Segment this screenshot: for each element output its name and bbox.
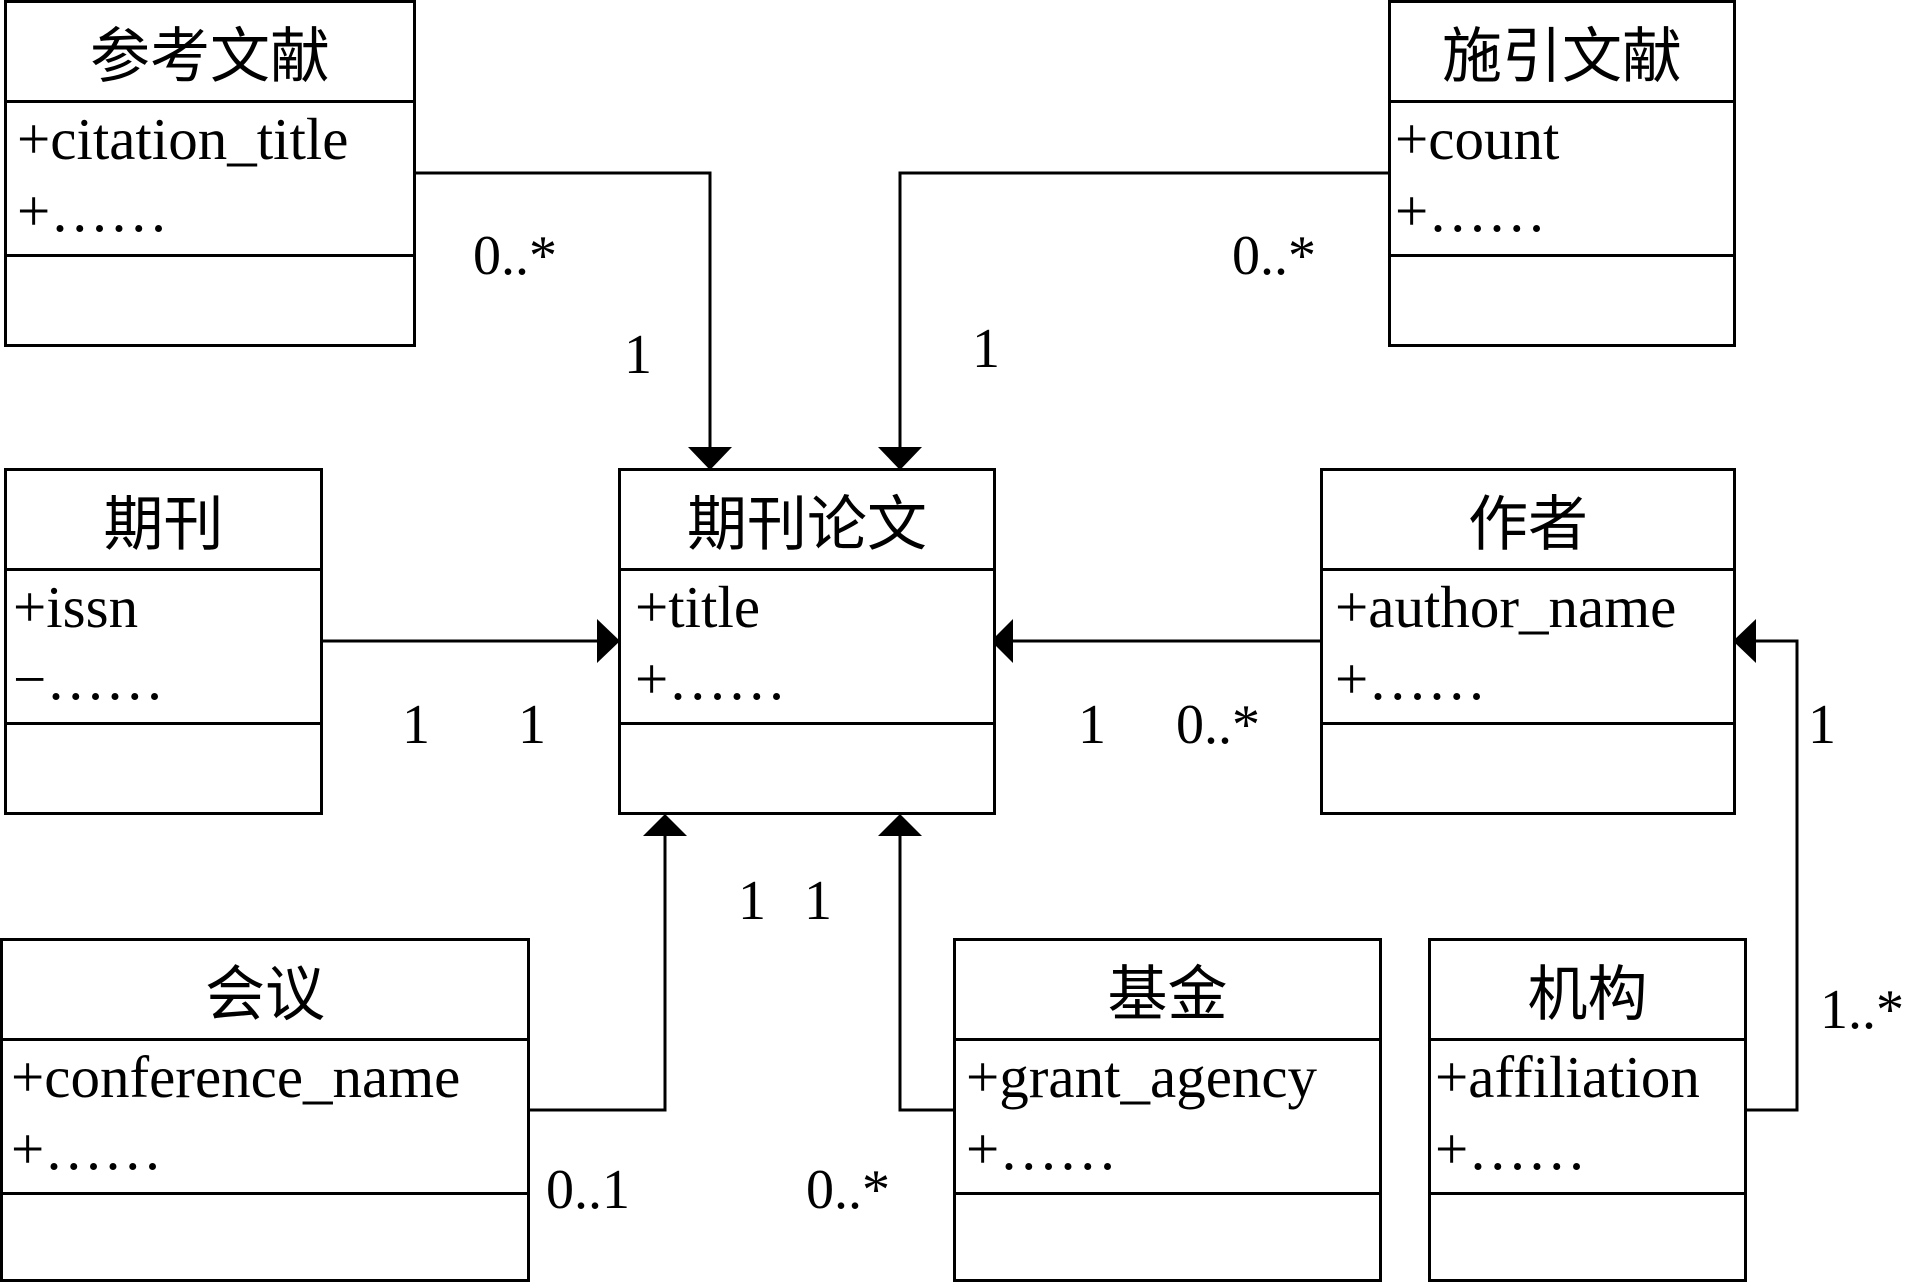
- class-name: 施引文献: [1391, 3, 1733, 103]
- assoc-fund-paper: [898, 835, 955, 1112]
- multiplicity-conference-near: 1: [738, 870, 766, 932]
- class-citing: 施引文献 +count +……: [1388, 0, 1736, 347]
- multiplicity-references-near: 1: [624, 324, 652, 386]
- class-name: 会议: [3, 941, 527, 1041]
- attribute-compartment: +author_name +……: [1323, 571, 1733, 725]
- attribute-compartment: +count +……: [1391, 103, 1733, 257]
- multiplicity-author-near: 1: [1078, 694, 1106, 756]
- attribute: +……: [17, 178, 169, 244]
- attribute: +……: [11, 1116, 163, 1182]
- class-name: 机构: [1431, 941, 1744, 1041]
- assoc-conference-paper: [527, 835, 667, 1112]
- arrowhead-citing: [878, 447, 922, 470]
- attribute: +……: [635, 646, 787, 712]
- multiplicity-fund-near: 1: [804, 870, 832, 932]
- multiplicity-author-far: 0..*: [1176, 694, 1260, 756]
- attribute-compartment: +issn −……: [7, 571, 320, 725]
- assoc-citing-paper: [898, 171, 1390, 448]
- class-paper: 期刊论文 +title +……: [618, 468, 996, 815]
- assoc-institution-author: [1745, 639, 1799, 1112]
- multiplicity-citing-near: 1: [972, 318, 1000, 380]
- class-conference: 会议 +conference_name +……: [0, 938, 530, 1282]
- multiplicity-journal-far: 1: [402, 694, 430, 756]
- attribute: +citation_title: [17, 106, 349, 172]
- attribute: +issn: [13, 574, 139, 640]
- attribute-compartment: +conference_name +……: [3, 1041, 527, 1195]
- attribute: +……: [966, 1116, 1118, 1182]
- assoc-references-paper: [413, 171, 712, 448]
- multiplicity-fund-far: 0..*: [806, 1159, 890, 1221]
- class-name: 作者: [1323, 471, 1733, 571]
- attribute-compartment: +affiliation +……: [1431, 1041, 1744, 1195]
- attribute: +……: [1395, 178, 1547, 244]
- class-journal: 期刊 +issn −……: [4, 468, 323, 815]
- arrowhead-conference: [643, 814, 687, 836]
- arrowhead-journal: [597, 619, 620, 663]
- arrowhead-author: [991, 619, 1013, 663]
- class-name: 期刊: [7, 471, 320, 571]
- multiplicity-institution-near: 1: [1808, 694, 1836, 756]
- attribute: +count: [1395, 106, 1560, 172]
- attribute: +title: [635, 574, 761, 640]
- multiplicity-journal-near: 1: [518, 694, 546, 756]
- multiplicity-institution-far: 1..*: [1820, 979, 1904, 1041]
- attribute: +conference_name: [11, 1044, 461, 1110]
- attribute: +grant_agency: [966, 1044, 1318, 1110]
- attribute: −……: [13, 646, 165, 712]
- arrowhead-institution: [1733, 619, 1756, 663]
- class-references: 参考文献 +citation_title +……: [4, 0, 416, 347]
- attribute: +author_name: [1335, 574, 1677, 640]
- attribute: +……: [1435, 1116, 1587, 1182]
- multiplicity-conference-far: 0..1: [546, 1159, 630, 1221]
- attribute: +……: [1335, 646, 1487, 712]
- class-fund: 基金 +grant_agency +……: [953, 938, 1382, 1282]
- arrowhead-fund: [878, 814, 922, 836]
- class-name: 基金: [956, 941, 1379, 1041]
- attribute-compartment: +grant_agency +……: [956, 1041, 1379, 1195]
- attribute-compartment: +title +……: [621, 571, 993, 725]
- multiplicity-citing-far: 0..*: [1232, 225, 1316, 287]
- class-institution: 机构 +affiliation +……: [1428, 938, 1747, 1282]
- class-name: 参考文献: [7, 3, 413, 103]
- class-name: 期刊论文: [621, 471, 993, 571]
- arrowhead-references: [688, 447, 732, 470]
- multiplicity-references-far: 0..*: [473, 225, 557, 287]
- attribute-compartment: +citation_title +……: [7, 103, 413, 257]
- attribute: +affiliation: [1435, 1044, 1700, 1110]
- class-author: 作者 +author_name +……: [1320, 468, 1736, 815]
